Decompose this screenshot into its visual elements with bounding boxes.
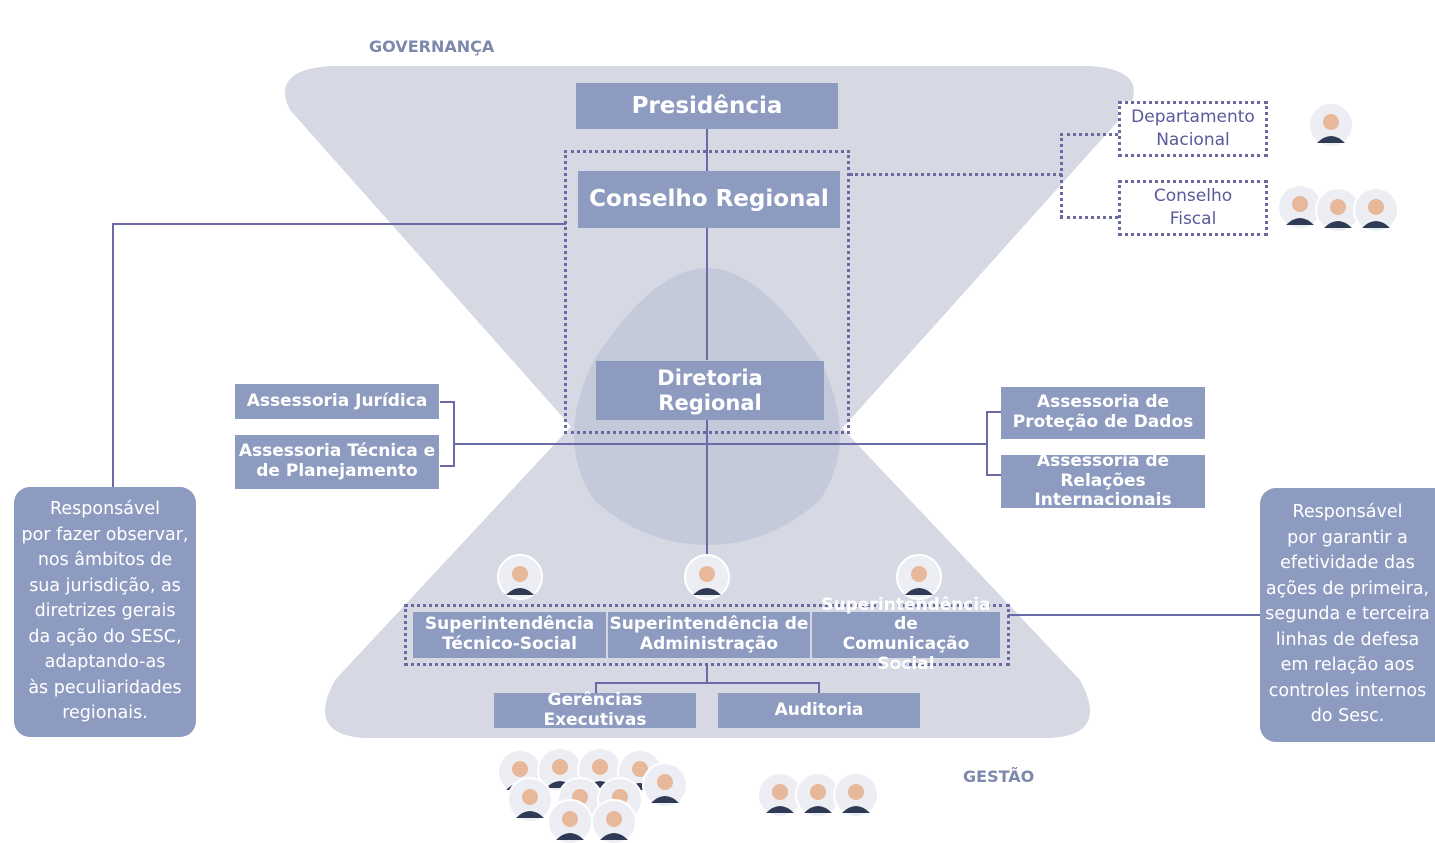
assessoria-tecnica-box[interactable]: Assessoria Técnica e de Planejamento bbox=[235, 435, 439, 489]
gerencias-executivas-box[interactable]: Gerências Executivas bbox=[494, 690, 696, 729]
connector-gerencias-center bbox=[706, 664, 708, 684]
connector-assessoria-left-bracket bbox=[440, 401, 454, 403]
superintendente-administracao-avatar-icon bbox=[684, 554, 730, 600]
connector-assessorias-horizontal bbox=[453, 443, 987, 445]
governance-dotted-group bbox=[564, 150, 850, 434]
dotted-link-departamento bbox=[1060, 133, 1118, 136]
gerencias-group-avatars-icon bbox=[497, 747, 688, 843]
diretoria-regional-box[interactable]: Diretoria Regional bbox=[596, 361, 824, 420]
conselho-fiscal-avatars-icon bbox=[1277, 184, 1399, 233]
conselho-regional-box[interactable]: Conselho Regional bbox=[578, 171, 840, 228]
governance-label: GOVERNANÇA bbox=[369, 37, 495, 56]
dotted-link-vertical bbox=[1060, 133, 1063, 218]
right-note: Responsável por garantir a efetividade d… bbox=[1260, 488, 1435, 742]
dotted-link-conselho-fiscal bbox=[1060, 216, 1118, 219]
dotted-link-horizontal bbox=[850, 173, 1062, 176]
presidencia-box[interactable]: Presidência bbox=[576, 83, 838, 129]
connector-assessoria-right-vbar bbox=[986, 411, 988, 475]
superintendente-tecnico-avatar-icon bbox=[497, 554, 543, 600]
auditoria-group-avatars-icon bbox=[757, 772, 879, 818]
connector-assessoria-right-bottom bbox=[986, 474, 1002, 476]
connector-assessoria-right-top bbox=[986, 411, 1002, 413]
superintendencia-administracao-box[interactable]: Superintendência de Administração bbox=[608, 612, 810, 658]
assessoria-juridica-box[interactable]: Assessoria Jurídica bbox=[235, 384, 439, 419]
departamento-nacional-avatar-icon bbox=[1308, 102, 1354, 148]
connector-gerencias-left bbox=[595, 682, 597, 693]
connector-presidencia-diretoria bbox=[706, 128, 708, 360]
connector-diretoria-superintendencias bbox=[706, 420, 708, 560]
superintendencias-dotted-group bbox=[404, 604, 1010, 666]
connector-gerencias-right bbox=[818, 682, 820, 693]
assessoria-protecao-dados-box[interactable]: Assessoria de Proteção de Dados bbox=[1001, 387, 1205, 439]
left-note: Responsável por fazer observar, nos âmbi… bbox=[14, 487, 196, 737]
connector-left-horizontal bbox=[112, 223, 566, 225]
superintendencia-tecnico-social-box[interactable]: Superintendência Técnico-Social bbox=[413, 612, 606, 658]
connector-assessoria-left-vbar bbox=[453, 401, 455, 467]
auditoria-box[interactable]: Auditoria bbox=[718, 693, 920, 728]
conselho-fiscal-box[interactable]: Conselho Fiscal bbox=[1118, 180, 1268, 236]
management-label: GESTÃO bbox=[963, 767, 1035, 786]
connector-left-vertical bbox=[112, 223, 114, 488]
assessoria-relacoes-box[interactable]: Assessoria de Relações Internacionais bbox=[1001, 451, 1205, 510]
connector-right-note bbox=[1008, 614, 1262, 616]
connector-assessoria-left-bracket2 bbox=[440, 465, 454, 467]
departamento-nacional-box[interactable]: Departamento Nacional bbox=[1118, 101, 1268, 157]
superintendente-comunicacao-avatar-icon bbox=[896, 554, 942, 600]
